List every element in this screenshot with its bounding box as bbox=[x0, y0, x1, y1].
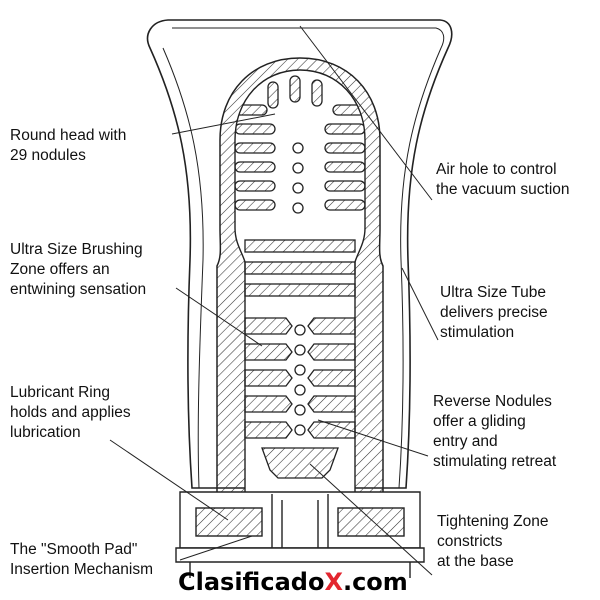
label-round-head: Round head with 29 nodules bbox=[10, 127, 127, 164]
reverse-nodules bbox=[244, 317, 356, 439]
outer-tube-inner-line bbox=[172, 27, 445, 489]
label-reverse-nodules: Reverse Nodules offer a gliding entry an… bbox=[433, 393, 557, 470]
label-smooth-pad: The "Smooth Pad" Insertion Mechanism bbox=[10, 541, 154, 578]
watermark-accent: X bbox=[324, 568, 343, 596]
air-holes bbox=[292, 142, 306, 436]
tightening-zone bbox=[261, 447, 339, 479]
leader-lines bbox=[109, 25, 439, 576]
label-tightening-zone: Tightening Zone constricts at the base bbox=[437, 513, 549, 570]
head-nodules bbox=[235, 75, 365, 211]
watermark-prefix: Clasificado bbox=[178, 568, 325, 596]
watermark-suffix: .com bbox=[342, 568, 408, 596]
label-lubricant-ring: Lubricant Ring holds and applies lubrica… bbox=[10, 384, 131, 441]
label-ultra-tube: Ultra Size Tube delivers precise stimula… bbox=[440, 284, 548, 341]
base-cap bbox=[175, 491, 425, 578]
watermark-logo: ClasificadoX.com bbox=[178, 568, 408, 596]
brushing-zone-ribs bbox=[244, 239, 356, 297]
label-air-hole: Air hole to control the vacuum suction bbox=[436, 161, 570, 198]
outer-tube-outline bbox=[146, 19, 453, 489]
label-brushing-zone: Ultra Size Brushing Zone offers an entwi… bbox=[10, 241, 147, 298]
